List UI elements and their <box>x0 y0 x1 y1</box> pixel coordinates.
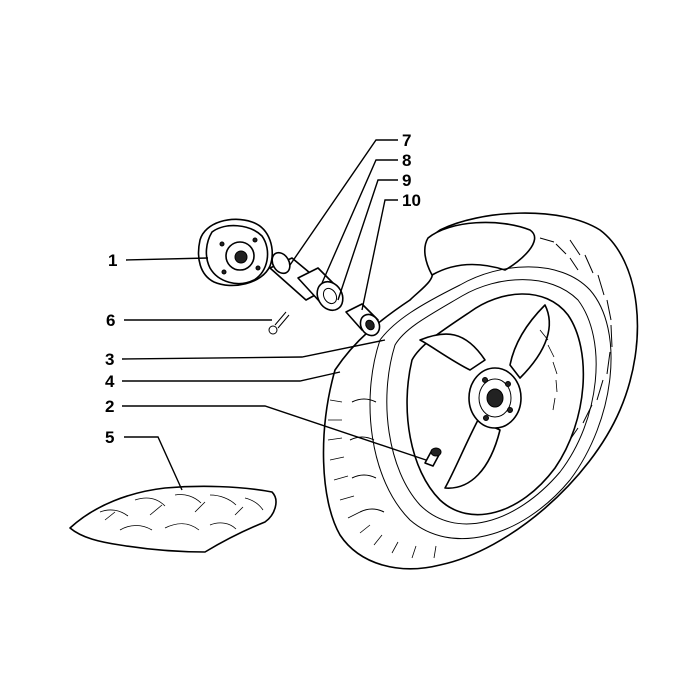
callout-4: 4 <box>105 372 115 391</box>
cotter-pin <box>268 311 290 335</box>
repair-kit <box>69 485 277 553</box>
callout-10: 10 <box>402 191 421 210</box>
callout-1: 1 <box>108 251 117 270</box>
callout-5: 5 <box>105 428 114 447</box>
bushing <box>345 303 381 337</box>
callout-8: 8 <box>402 151 411 170</box>
wheel-rim <box>406 293 585 516</box>
valve <box>424 447 442 467</box>
hub-flange <box>197 218 274 287</box>
callout-labels: 1 2 3 4 5 6 7 8 9 10 <box>105 131 421 447</box>
callout-2: 2 <box>105 397 114 416</box>
callout-3: 3 <box>105 350 114 369</box>
callout-7: 7 <box>402 131 411 150</box>
callout-9: 9 <box>402 171 411 190</box>
callout-6: 6 <box>106 311 115 330</box>
leader-lines <box>121 139 427 491</box>
spacer <box>269 251 344 312</box>
